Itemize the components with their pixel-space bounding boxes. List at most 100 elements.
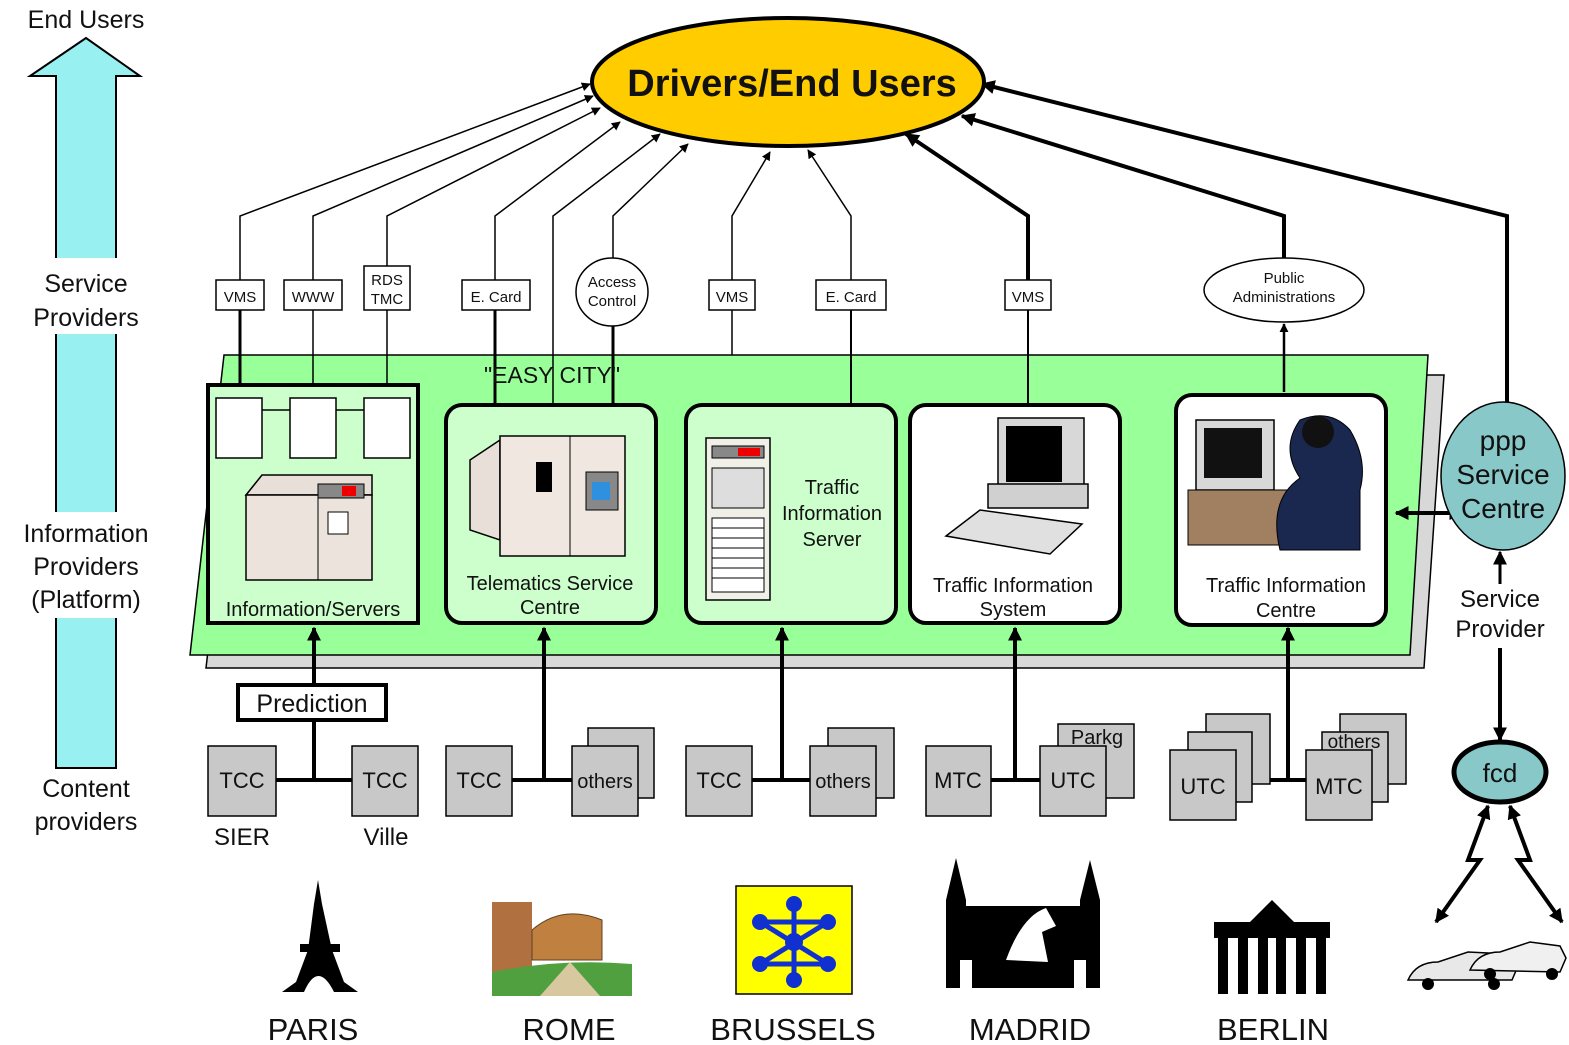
service-provider-label-1: Service (1460, 586, 1540, 613)
easy-city-label: "EASY CITY" (484, 362, 620, 388)
mtc-madrid-box (925, 745, 992, 817)
vms-box-brussels (708, 279, 756, 311)
mtc-berlin-label: MTC (1315, 774, 1363, 799)
colosseum-icon (492, 902, 632, 996)
city-madrid: MADRID (969, 1012, 1091, 1045)
tcc-brussels-box (685, 745, 753, 817)
label-content-providers-1: Content (42, 775, 130, 803)
others-rome-label: others (577, 771, 633, 793)
rds-label: RDS (371, 272, 403, 289)
platform-madrid-label-1: Traffic Information (933, 575, 1093, 597)
ppp-label-1: ppp (1480, 425, 1527, 456)
mtc-berlin-box (1305, 749, 1373, 821)
platform-brussels-label-2: Information (782, 503, 882, 525)
platform-berlin-label-2: Centre (1256, 600, 1316, 622)
www-box (283, 279, 343, 311)
control-label: Control (588, 293, 636, 310)
platform-paris-label: Information/Servers (226, 599, 401, 621)
ecard-box-brussels (815, 279, 887, 311)
service-provider-label-2: Provider (1455, 616, 1544, 643)
platform-brussels: Traffic Information Server (684, 403, 898, 625)
vms-label-brussels: VMS (716, 289, 749, 306)
cars-icon (1406, 941, 1567, 990)
atomium-icon (735, 885, 853, 995)
platform-rome: Telematics Service Centre (444, 403, 658, 625)
ville-label: Ville (364, 824, 409, 851)
others-brussels-label: others (815, 771, 871, 793)
layer-arrow (26, 36, 144, 769)
tcc-ville-box (351, 745, 419, 817)
platform-paris: Information/Servers (206, 383, 420, 625)
platform-rome-label-1: Telematics Service (467, 573, 634, 595)
administrations-label: Administrations (1233, 289, 1336, 306)
utc-berlin-box (1169, 749, 1237, 821)
desktop-computer-icon (944, 417, 1089, 555)
server-slot-icon (215, 397, 263, 459)
platform-rome-label-2: Centre (520, 597, 580, 619)
vms-label-madrid: VMS (1012, 289, 1045, 306)
vms-box-paris (215, 279, 265, 311)
platform-madrid-label-2: System (980, 599, 1047, 621)
label-information-providers-1: Information (23, 520, 148, 548)
label-service-providers-1: Service (44, 270, 127, 298)
others-brussels-box (809, 745, 877, 817)
ppp-service-centre: ppp Service Centre (1440, 401, 1566, 551)
label-content-providers-2: providers (35, 808, 138, 836)
vms-box-madrid (1004, 279, 1052, 311)
content-layer: TCC TCC SIER Ville TCC others TCC others… (207, 713, 1407, 851)
tcc-ville-label: TCC (362, 768, 407, 793)
ecard-label-rome: E. Card (471, 289, 522, 306)
prediction-label: Prediction (256, 690, 367, 718)
platform-madrid: Traffic Information System (908, 403, 1122, 625)
parkg-label: Parkg (1071, 727, 1123, 749)
others-rome-box (571, 745, 639, 817)
label-service-providers-2: Providers (33, 304, 139, 332)
fcd-label: fcd (1483, 758, 1518, 788)
rds-tmc-box (363, 265, 411, 311)
access-label: Access (588, 274, 636, 291)
service-layer: VMS WWW RDS TMC E. Card Access Control V… (215, 257, 1365, 327)
server-slot-icon (289, 397, 337, 459)
ecard-label-brussels: E. Card (826, 289, 877, 306)
platform-berlin: Traffic Information Centre (1174, 393, 1388, 627)
brandenburg-gate-icon (1214, 900, 1330, 994)
public-label: Public (1264, 270, 1305, 287)
operator-workstation-icon (1187, 415, 1363, 551)
server-tower-icon (705, 437, 771, 601)
connectors (238, 80, 1564, 924)
label-information-providers-2: Providers (33, 553, 139, 581)
tcc-sier-box (207, 745, 277, 817)
ppp-label-2: Service (1456, 459, 1549, 490)
ecard-box-rome (461, 279, 531, 311)
access-control-node (575, 257, 649, 327)
telematics-computer-icon (469, 435, 626, 557)
layer-axis: End Users Service Providers Information … (6, 6, 166, 836)
utc-madrid-box (1039, 745, 1107, 817)
platform-brussels-label-1: Traffic (805, 477, 859, 499)
city-labels: PARIS ROME BRUSSELS MADRID BERLIN (268, 1012, 1329, 1045)
utc-berlin-label: UTC (1180, 774, 1225, 799)
sier-label: SIER (214, 824, 270, 851)
mainframe-icon (244, 474, 373, 581)
server-slot-icon (363, 397, 411, 459)
label-information-providers-3: (Platform) (31, 586, 141, 614)
prediction-box: Prediction (236, 683, 388, 722)
fcd-node: fcd (1451, 739, 1549, 805)
tcc-rome-box (445, 745, 513, 817)
public-administrations-node (1203, 257, 1365, 323)
drivers-end-users-label: Drivers/End Users (627, 63, 957, 105)
city-rome: ROME (523, 1012, 616, 1045)
platform-brussels-label-3: Server (803, 529, 862, 551)
drivers-end-users-node: Drivers/End Users (590, 16, 986, 148)
www-label: WWW (292, 289, 335, 306)
madrid-monument-icon (946, 858, 1100, 988)
utc-madrid-label: UTC (1050, 768, 1095, 793)
vms-label-paris: VMS (224, 289, 257, 306)
tmc-label: TMC (371, 291, 404, 308)
eiffel-tower-icon (282, 880, 358, 992)
city-paris: PARIS (268, 1012, 359, 1045)
tcc-brussels-label: TCC (696, 768, 741, 793)
tcc-sier-label: TCC (219, 768, 264, 793)
label-end-users: End Users (28, 6, 145, 34)
